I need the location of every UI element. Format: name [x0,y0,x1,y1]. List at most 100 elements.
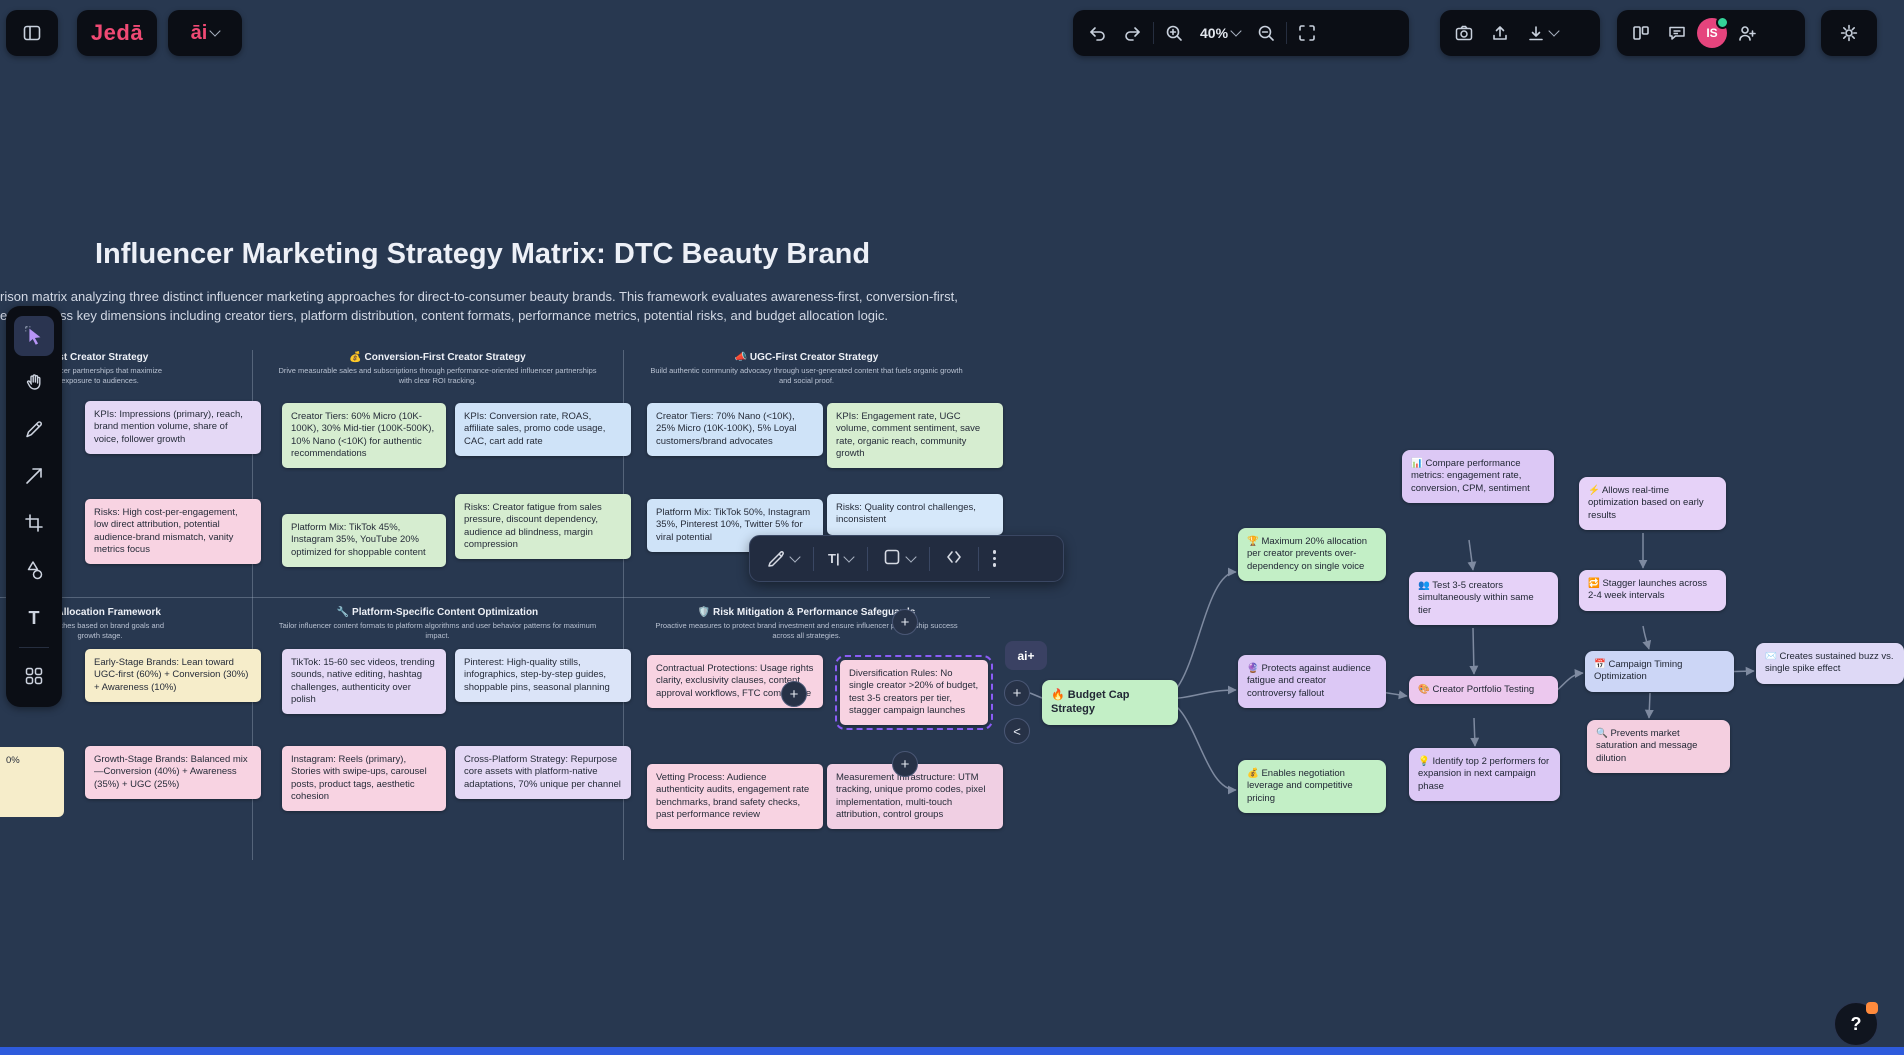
mindmap-node-budget-cap[interactable]: 🔥 Budget Cap Strategy [1042,680,1178,725]
arrow-tool-button[interactable] [14,457,54,497]
card-tiers-conversion[interactable]: Creator Tiers: 60% Micro (10K-100K), 30%… [282,403,446,469]
mindmap-node-prevents-saturation[interactable]: 🔍 Prevents market saturation and message… [1587,720,1730,774]
pen-tool-button[interactable] [14,410,54,450]
text-format-dropdown[interactable]: T| [822,545,859,572]
text-tool-button[interactable]: T [14,598,54,638]
card-platform-conversion[interactable]: Platform Mix: TikTok 45%, Instagram 35%,… [282,514,446,568]
style-dropdown[interactable] [760,541,805,576]
add-node-right-button[interactable]: + [1004,680,1030,706]
arrow-icon [23,465,45,490]
board-subtitle[interactable]: rison matrix analyzing three distinct in… [0,288,995,326]
divider [813,546,814,571]
redo-button[interactable] [1117,17,1149,49]
camera-icon [1454,23,1474,43]
ai-menu-group: āi [168,10,242,56]
download-button[interactable] [1520,17,1564,49]
card-platform-ugc[interactable]: Platform Mix: TikTok 50%, Instagram 35%,… [647,499,823,553]
upload-icon [1490,23,1510,43]
invite-user-button[interactable] [1731,17,1763,49]
add-node-top-button[interactable]: + [892,609,918,635]
zoom-in-button[interactable] [1158,17,1190,49]
select-tool-button[interactable] [14,316,54,356]
code-properties-button[interactable] [938,541,970,576]
card-kpis-ugc[interactable]: KPIs: Engagement rate, UGC volume, comme… [827,403,1003,469]
grid-icon [23,665,45,690]
card-kpis-conversion[interactable]: KPIs: Conversion rate, ROAS, affiliate s… [455,403,631,457]
mindmap-node-identify-top[interactable]: 💡 Identify top 2 performers for expansio… [1409,748,1560,802]
undo-button[interactable] [1081,17,1113,49]
chevron-down-icon [842,550,855,563]
card-pinterest[interactable]: Pinterest: High-quality stills, infograp… [455,649,631,703]
card-tiktok[interactable]: TikTok: 15-60 sec videos, trending sound… [282,649,446,715]
card-risks-ugc[interactable]: Risks: Quality control challenges, incon… [827,494,1003,535]
chevron-down-icon [789,550,801,563]
mindmap-node-campaign-timing[interactable]: 📅 Campaign Timing Optimization [1585,651,1734,692]
card-vetting[interactable]: Vetting Process: Audience authenticity a… [647,764,823,830]
ai-generate-button[interactable]: ai+ [1005,641,1047,670]
card-measurement[interactable]: Measurement Infrastructure: UTM tracking… [827,764,1003,830]
bottom-scrollbar[interactable] [0,1047,1904,1055]
frame-tool-button[interactable] [14,504,54,544]
boards-button[interactable] [1625,17,1657,49]
card-instagram[interactable]: Instagram: Reels (primary), Stories with… [282,746,446,812]
card-partial-left[interactable]: 0% [0,747,64,817]
comment-icon [1667,23,1687,43]
mindmap-node-portfolio-testing[interactable]: 🎨 Creator Portfolio Testing [1409,676,1558,705]
mindmap-node-enables[interactable]: 💰 Enables negotiation leverage and compe… [1238,760,1386,814]
section-awareness[interactable]: irst Creator Strategy influencer partner… [0,352,200,386]
jeda-logo[interactable]: Jedā [77,10,157,56]
collapse-button[interactable]: < [1004,718,1030,744]
card-risks-conversion[interactable]: Risks: Creator fatigue from sales pressu… [455,494,631,560]
section-conversion[interactable]: 💰 Conversion-First Creator Strategy Driv… [252,352,623,386]
chevron-down-icon [209,25,222,37]
card-kpis-awareness[interactable]: KPIs: Impressions (primary), reach, bran… [85,401,261,455]
crop-frame-icon [23,512,45,537]
avatar[interactable]: IS [1697,16,1729,48]
card-cross-platform[interactable]: Cross-Platform Strategy: Repurpose core … [455,746,631,800]
upload-button[interactable] [1484,17,1516,49]
text-format-icon: T| [828,551,840,566]
sidebar-toggle-group [6,10,58,56]
card-early-stage[interactable]: Early-Stage Brands: Lean toward UGC-firs… [85,649,261,703]
help-label: ? [1850,1013,1862,1034]
card-growth-stage[interactable]: Growth-Stage Brands: Balanced mix—Conver… [85,746,261,800]
shape-dropdown[interactable] [876,541,921,576]
card-diversification[interactable]: Diversification Rules: No single creator… [835,654,993,731]
fit-to-screen-button[interactable] [1291,17,1323,49]
card-risks-awareness[interactable]: Risks: High cost-per-engagement, low dir… [85,499,261,565]
page-title[interactable]: Influencer Marketing Strategy Matrix: DT… [95,238,871,270]
section-platform[interactable]: 🔧 Platform-Specific Content Optimization… [252,607,623,641]
divider [928,546,930,571]
card-tiers-ugc[interactable]: Creator Tiers: 70% Nano (<10K), 25% Micr… [647,403,823,457]
section-desc: Proactive measures to protect brand inve… [655,621,958,641]
settings-button[interactable] [1833,17,1865,49]
zoom-out-button[interactable] [1250,17,1282,49]
apps-grid-button[interactable] [14,657,54,697]
mindmap-node-max-allocation[interactable]: 🏆 Maximum 20% allocation per creator pre… [1238,528,1386,582]
redo-icon [1123,23,1143,43]
more-options-button[interactable] [987,544,1003,573]
ai-menu-button[interactable]: āi [185,16,226,51]
add-node-left-button[interactable]: + [781,681,807,707]
section-title: 💰 Conversion-First Creator Strategy [349,352,526,363]
section-risk[interactable]: 🛡️ Risk Mitigation & Performance Safegua… [623,607,990,641]
add-node-bottom-button[interactable]: + [892,751,918,777]
screenshot-button[interactable] [1448,17,1480,49]
pan-tool-button[interactable] [14,363,54,403]
section-ugc[interactable]: 📣 UGC-First Creator Strategy Build authe… [623,352,990,386]
mindmap-node-compare[interactable]: 📊 Compare performance metrics: engagemen… [1402,450,1554,504]
mindmap-node-stagger-launches[interactable]: 🔁 Stagger launches across 2-4 week inter… [1579,570,1726,611]
help-button[interactable]: ? [1834,1002,1878,1046]
mindmap-node-protects[interactable]: 🔮 Protects against audience fatigue and … [1238,655,1386,709]
zoom-level-dropdown[interactable]: 40% [1194,19,1246,47]
shapes-tool-button[interactable] [14,551,54,591]
mindmap-node-allows-realtime[interactable]: ⚡ Allows real-time optimization based on… [1579,477,1726,531]
section-desc: influencer partnerships that maximize ex… [37,366,163,386]
mindmap-node-creates-buzz[interactable]: ✉️ Creates sustained buzz vs. single spi… [1756,643,1904,684]
feedback-button[interactable] [1661,17,1693,49]
sidebar-toggle-button[interactable] [16,17,48,49]
mindmap-node-test-creators[interactable]: 👥 Test 3-5 creators simultaneously withi… [1409,572,1558,626]
section-desc: Build authentic community advocacy throu… [650,366,963,386]
section-budget[interactable]: get Allocation Framework approaches base… [0,607,200,641]
pen-style-icon [766,547,786,570]
